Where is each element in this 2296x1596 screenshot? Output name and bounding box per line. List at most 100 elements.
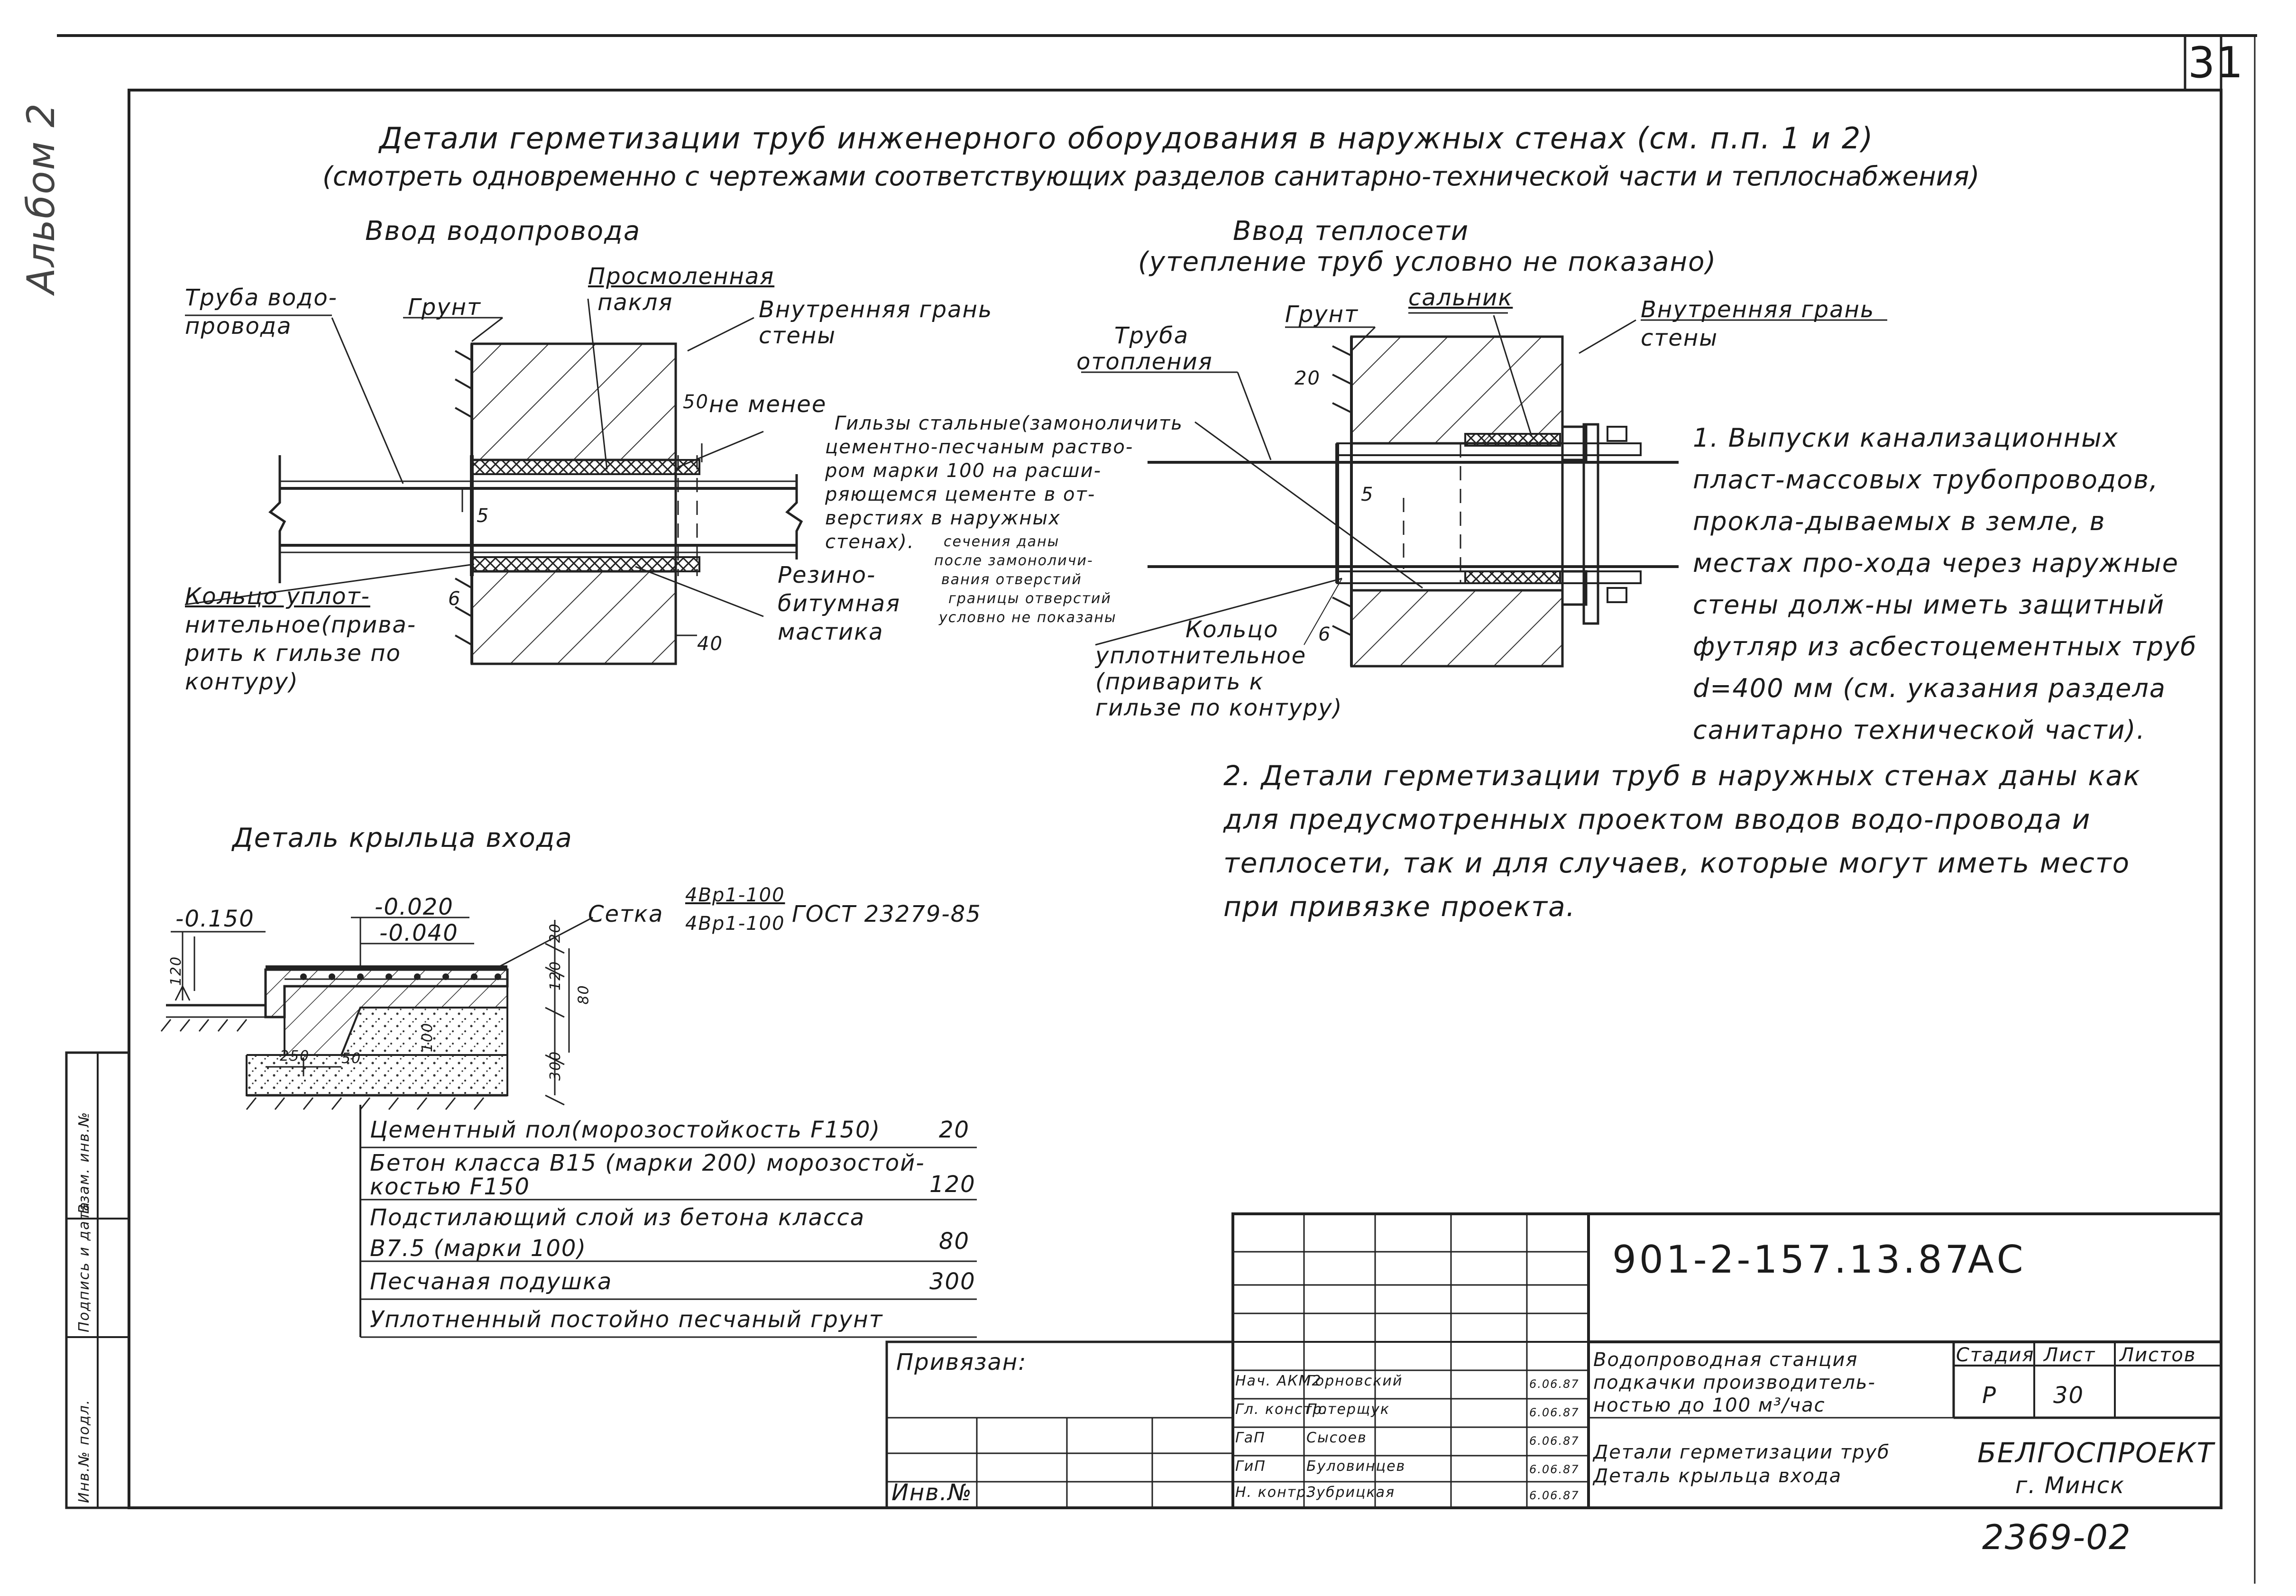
porch-dim-120a: 120 (168, 955, 185, 986)
sleeves-label-1: Гильзы стальные(замоноличить (835, 413, 1184, 434)
role-2: Гл. констр. (1235, 1401, 1328, 1418)
sections-note-2: после замоноличи- (934, 552, 1093, 569)
dim-50: 50 (683, 391, 709, 413)
heat-ring-label-2: уплотнительное (1095, 642, 1307, 669)
layer-2-text: Бетон класса В15 (марки 200) морозостой- (370, 1150, 925, 1176)
heat-ring-label-1: Кольцо (1185, 616, 1279, 643)
main-title-line2: (смотреть одновременно с чертежами соотв… (322, 161, 1980, 192)
layer-2-text2: костью F150 (370, 1174, 530, 1200)
mesh-denominator: 4Вр1-100 (685, 913, 785, 935)
water-ring-label-1: Кольцо уплот- (185, 583, 370, 610)
mastic-label-1: Резино- (778, 562, 876, 588)
stage-header: Стадия (1956, 1344, 2035, 1366)
layer-4-value: 300 (929, 1268, 976, 1295)
sections-note-5: условно не показаны (939, 609, 1117, 626)
layer-1-text: Цементный пол(морозостойкость F150) (370, 1117, 881, 1143)
sleeves-label-4: ряющемся цементе в от- (825, 484, 1096, 505)
porch-dim-250: 250 (280, 1048, 310, 1064)
gland-label: сальник (1408, 284, 1513, 311)
porch-drawing (160, 917, 977, 1338)
layer-1-value: 20 (939, 1117, 970, 1143)
sheet-value: 30 (2053, 1382, 2085, 1409)
sheet-number-box (2184, 34, 2223, 92)
level-outer: -0.150 (175, 906, 255, 932)
object-line-2: подкачки производитель- (1593, 1372, 1876, 1394)
water-inner-face-2: стены (759, 322, 836, 349)
water-pipe-label-1: Труба водо- (185, 284, 338, 311)
inv-no-label: Инв.№ (891, 1479, 973, 1506)
heat-dim-5: 5 (1361, 484, 1374, 505)
layer-4-text: Песчаная подушка (370, 1268, 613, 1295)
doc-mark: АС (1968, 1238, 2026, 1282)
heat-soil-label: Грунт (1285, 301, 1359, 328)
level-top-2: -0.040 (379, 920, 459, 946)
heat-dim-20: 20 (1295, 367, 1321, 389)
layer-2-value: 120 (929, 1171, 976, 1198)
name-1: Горновский (1306, 1373, 1403, 1389)
object-line-1: Водопроводная станция (1593, 1349, 1858, 1371)
min-label: не менее (709, 391, 827, 418)
porch-dim-300: 300 (547, 1050, 564, 1081)
date-2: 6.06.87 (1529, 1406, 1580, 1419)
date-3: 6.06.87 (1529, 1434, 1580, 1448)
privyazan-label: Привязан: (896, 1349, 1027, 1376)
date-5: 6.06.87 (1529, 1489, 1580, 1502)
heat-dim-6: 6 (1318, 624, 1332, 645)
role-5: Н. контр. (1235, 1484, 1312, 1501)
layer-3-text: Подстилающий слой из бетона класса (370, 1204, 865, 1231)
oakum-label-1: Просмоленная (588, 263, 775, 290)
strip-vzam: Взам. инв.№ (76, 1111, 92, 1214)
heat-inner-face-2: стены (1641, 325, 1718, 351)
title-block-lines (885, 1212, 2223, 1509)
heat-pipe-label-2: отопления (1076, 349, 1213, 375)
sections-note-1: сечения даны (944, 533, 1060, 550)
sections-note-4: границы отверстий (948, 590, 1111, 607)
level-top-1: -0.020 (375, 894, 454, 920)
role-1: Нач. АКМ2 (1235, 1373, 1322, 1389)
role-3: ГаП (1235, 1430, 1266, 1446)
porch-dim-80: 80 (575, 984, 592, 1005)
water-inlet-heading: Ввод водопровода (365, 216, 641, 247)
sheet-title-1: Детали герметизации труб (1593, 1441, 1890, 1463)
mesh-gost: ГОСТ 23279-85 (792, 901, 982, 927)
heat-inner-face-1: Внутренняя грань (1641, 296, 1875, 323)
org-city: г. Минск (2015, 1472, 2125, 1499)
porch-dim-20: 20 (547, 923, 564, 943)
heat-inlet-drawing (1081, 312, 1887, 668)
doc-code: 901-2-157.13.87 (1612, 1238, 1972, 1282)
mesh-numerator: 4Вр1-100 (685, 884, 785, 906)
mesh-label: Сетка (588, 901, 664, 927)
name-4: Буловинцев (1306, 1458, 1406, 1475)
heat-inlet-subheading: (утепление труб условно не показано) (1138, 247, 1717, 277)
heat-ring-label-3: (приварить к (1095, 669, 1264, 695)
porch-dim-50: 50 (341, 1050, 362, 1067)
water-soil-label: Грунт (408, 294, 481, 321)
note-1: 1. Выпуски канализационных пласт-массовы… (1693, 423, 2197, 745)
water-pipe-label-2: провода (185, 313, 292, 339)
layer-3-text2: В7.5 (марки 100) (370, 1235, 587, 1262)
sleeves-label-6: стенах). (825, 531, 915, 553)
main-title-line1: Детали герметизации труб инженерного обо… (379, 121, 1874, 156)
layer-3-value: 80 (939, 1228, 970, 1255)
date-4: 6.06.87 (1529, 1463, 1580, 1476)
water-ring-label-3: рить к гильзе по (185, 640, 401, 667)
porch-dim-120b: 120 (547, 960, 564, 991)
water-dim-5: 5 (477, 505, 490, 527)
mastic-label-3: мастика (778, 619, 884, 645)
water-dim-40: 40 (697, 633, 723, 655)
sleeves-label-5: верстиях в наружных (825, 507, 1061, 529)
water-dim-6: 6 (448, 588, 461, 610)
porch-dim-100: 100 (419, 1022, 436, 1053)
strip-inv-podl: Инв.№ подл. (76, 1399, 92, 1503)
sheet-title-2: Деталь крыльца входа (1593, 1465, 1842, 1487)
album-label: Альбом 2 (19, 102, 63, 294)
stage-value: Р (1982, 1382, 1997, 1409)
water-ring-label-4: контуру) (185, 669, 299, 695)
sections-note-3: вания отверстий (941, 571, 1082, 588)
heat-ring-label-4: гильзе по контуру) (1095, 695, 1343, 721)
name-3: Сысоев (1306, 1430, 1367, 1446)
name-5: Зубрицкая (1306, 1484, 1395, 1501)
sleeves-label-3: ром марки 100 на расши- (825, 460, 1102, 482)
water-inlet-drawing (184, 298, 803, 665)
